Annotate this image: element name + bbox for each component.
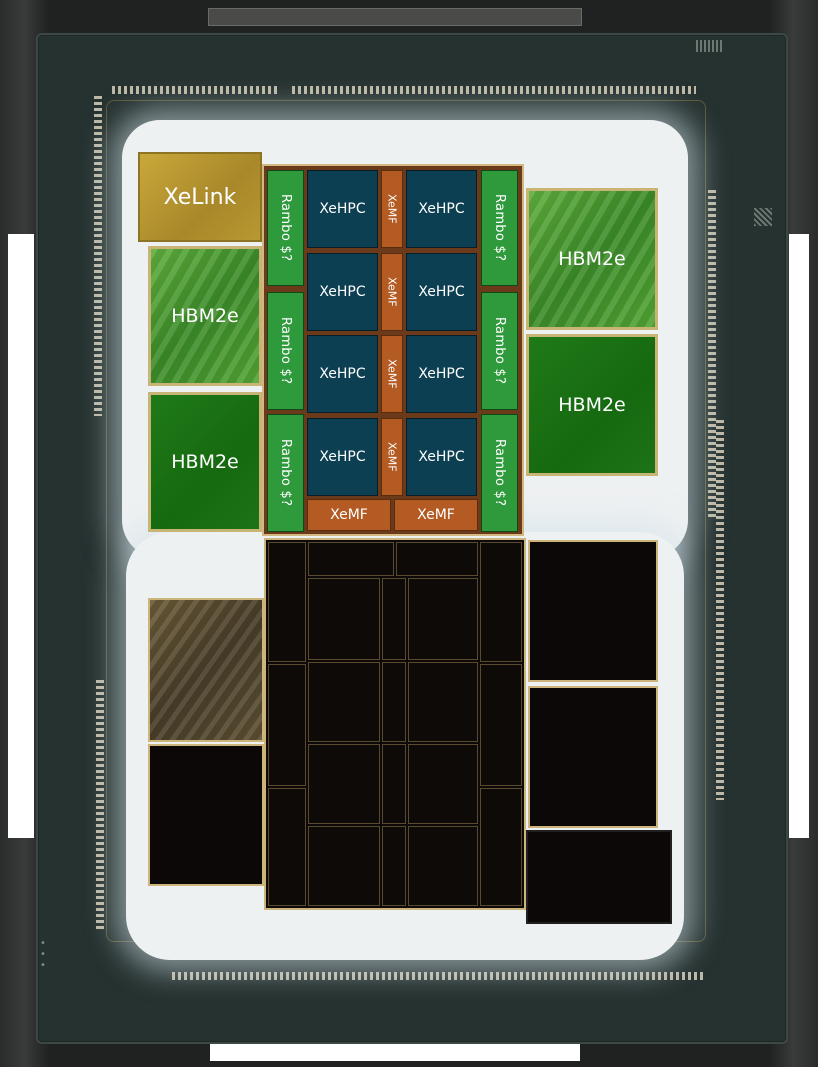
substrate-datamatrix bbox=[754, 208, 772, 226]
base-cell bbox=[308, 578, 380, 660]
capacitor-column-left-lower bbox=[96, 680, 104, 930]
hbm2e-tile-left-2: HBM2e bbox=[148, 392, 262, 532]
capacitor-row-top-left bbox=[112, 86, 280, 94]
xehpc-label: XeHPC bbox=[319, 449, 366, 465]
rambo-cache-left-1: Rambo $? bbox=[267, 170, 304, 286]
xemf-tile-v4: XeMF bbox=[381, 418, 403, 496]
xehpc-tile-r2-right: XeHPC bbox=[406, 253, 477, 331]
rambo-cache-right-3: Rambo $? bbox=[481, 414, 518, 532]
hbm2e-label: HBM2e bbox=[558, 248, 626, 270]
rambo-label: Rambo $? bbox=[278, 317, 293, 385]
xemf-label: XeMF bbox=[385, 359, 399, 389]
xehpc-tile-r4-left: XeHPC bbox=[307, 418, 378, 496]
rambo-label: Rambo $? bbox=[492, 317, 507, 385]
xemf-label: XeMF bbox=[417, 507, 455, 523]
base-cell bbox=[382, 662, 406, 742]
base-cell bbox=[382, 744, 406, 824]
capacitor-column-right-lower bbox=[716, 420, 724, 800]
rambo-label: Rambo $? bbox=[278, 439, 293, 507]
top-retention-ledge bbox=[208, 8, 582, 26]
xehpc-tile-r1-left: XeHPC bbox=[307, 170, 378, 248]
xehpc-tile-r3-left: XeHPC bbox=[307, 335, 378, 413]
unlabeled-tile-lower-left bbox=[148, 744, 264, 886]
unlabeled-tile-right-3 bbox=[526, 830, 672, 924]
rambo-cache-right-2: Rambo $? bbox=[481, 292, 518, 410]
base-cell bbox=[268, 664, 306, 786]
base-cell bbox=[382, 578, 406, 660]
base-cell bbox=[308, 662, 380, 742]
base-cell bbox=[268, 788, 306, 906]
base-cell bbox=[308, 542, 394, 576]
rambo-label: Rambo $? bbox=[492, 194, 507, 262]
base-cell bbox=[308, 826, 380, 906]
xehpc-label: XeHPC bbox=[319, 284, 366, 300]
hbm2e-tile-left-1: HBM2e bbox=[148, 246, 262, 386]
base-cell bbox=[408, 662, 478, 742]
capacitor-row-top-right bbox=[292, 86, 696, 94]
base-cell bbox=[382, 826, 406, 906]
base-tile bbox=[264, 538, 526, 910]
rambo-label: Rambo $? bbox=[278, 194, 293, 262]
capacitor-column-left bbox=[94, 96, 102, 416]
base-cell bbox=[408, 578, 478, 660]
base-cell bbox=[308, 744, 380, 824]
substrate-marking-top bbox=[696, 40, 722, 52]
xehpc-label: XeHPC bbox=[418, 201, 465, 217]
base-cell bbox=[480, 542, 522, 662]
unlabeled-tile-right-2 bbox=[528, 686, 658, 828]
xelink-tile: XeLink bbox=[138, 152, 262, 242]
base-cell bbox=[396, 542, 478, 576]
rambo-cache-right-1: Rambo $? bbox=[481, 170, 518, 286]
unlabeled-tile-right-1 bbox=[528, 540, 658, 682]
xehpc-label: XeHPC bbox=[418, 449, 465, 465]
capacitor-column-right bbox=[708, 190, 716, 520]
base-cell bbox=[408, 826, 478, 906]
xehpc-label: XeHPC bbox=[319, 366, 366, 382]
bottom-retention-clip bbox=[210, 1043, 580, 1061]
xehpc-label: XeHPC bbox=[418, 284, 465, 300]
base-cell bbox=[268, 542, 306, 662]
xehpc-tile-r1-right: XeHPC bbox=[406, 170, 477, 248]
xemf-tile-h-left: XeMF bbox=[307, 499, 391, 531]
base-cell bbox=[480, 788, 522, 906]
capacitor-row-bottom bbox=[172, 972, 706, 980]
substrate-marking: ••• bbox=[40, 938, 46, 971]
xehpc-label: XeHPC bbox=[418, 366, 465, 382]
xemf-tile-h-right: XeMF bbox=[394, 499, 478, 531]
base-cell bbox=[480, 664, 522, 786]
xehpc-tile-r3-right: XeHPC bbox=[406, 335, 477, 413]
xemf-tile-v2: XeMF bbox=[381, 253, 403, 331]
base-cell bbox=[408, 744, 478, 824]
xemf-label: XeMF bbox=[330, 507, 368, 523]
left-retention-clip bbox=[8, 234, 34, 838]
xemf-label: XeMF bbox=[385, 277, 399, 307]
right-retention-clip bbox=[789, 234, 809, 838]
rambo-label: Rambo $? bbox=[492, 439, 507, 507]
xemf-tile-v1: XeMF bbox=[381, 170, 403, 248]
hbm2e-tile-right-2: HBM2e bbox=[526, 334, 658, 476]
xelink-label: XeLink bbox=[163, 184, 237, 210]
rambo-cache-left-2: Rambo $? bbox=[267, 292, 304, 410]
hbm2e-label: HBM2e bbox=[171, 305, 239, 327]
xemf-label: XeMF bbox=[385, 194, 399, 224]
hbm2e-label: HBM2e bbox=[558, 394, 626, 416]
xemf-label: XeMF bbox=[385, 442, 399, 472]
hbm2e-tile-right-1: HBM2e bbox=[526, 188, 658, 330]
xehpc-label: XeHPC bbox=[319, 201, 366, 217]
xemf-tile-v3: XeMF bbox=[381, 335, 403, 413]
xehpc-tile-r2-left: XeHPC bbox=[307, 253, 378, 331]
hbm2e-label: HBM2e bbox=[171, 451, 239, 473]
rambo-cache-left-3: Rambo $? bbox=[267, 414, 304, 532]
unlabeled-tile-bronze bbox=[148, 598, 264, 742]
xehpc-tile-r4-right: XeHPC bbox=[406, 418, 477, 496]
